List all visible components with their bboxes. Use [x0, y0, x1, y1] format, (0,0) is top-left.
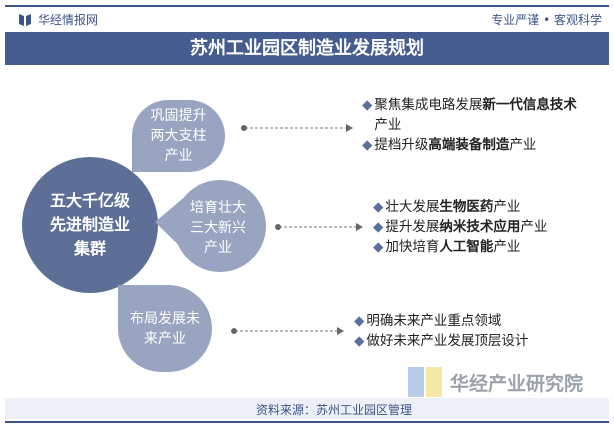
center-node: 五大千亿级 先进制造业 集群 — [22, 157, 158, 293]
bullet-highlight: 纳米技术应用 — [439, 219, 521, 235]
branch-node-2: 培育壮大 三大新兴 产业 — [170, 196, 266, 260]
bullet-list-3: ◆明确未来产业重点领域◆做好未来产业发展顶层设计 — [354, 311, 594, 351]
branch-node-3: 布局发展未 来产业 — [118, 285, 212, 372]
connector-dot — [231, 328, 237, 334]
branch-label-line: 产业 — [164, 148, 193, 164]
bullet-item: ◆聚焦集成电路发展新一代信息技术产业 — [362, 95, 587, 135]
brand-logo-icon — [19, 13, 31, 26]
bullet-text: 明确未来产业重点领域 — [366, 311, 501, 331]
bullet-item: ◆明确未来产业重点领域 — [354, 311, 594, 331]
connector-dot — [275, 224, 281, 230]
bullet-segment: 产业 — [374, 117, 402, 133]
bullet-highlight: 生物医药 — [439, 199, 494, 215]
bullet-segment: 做好未来产业发展顶层设计 — [366, 333, 529, 349]
bottom-rule — [5, 421, 609, 423]
diamond-bullet-icon: ◆ — [354, 313, 365, 329]
branch-label-line: 布局发展未 — [130, 310, 200, 327]
diamond-bullet-icon: ◆ — [373, 199, 384, 215]
bullet-segment: 壮大发展 — [385, 199, 440, 215]
center-line: 五大千亿级 — [49, 191, 130, 210]
bullet-list-2: ◆壮大发展生物医药产业◆提升发展纳米技术应用产业◆加快培育人工智能产业 — [373, 197, 598, 257]
bullet-segment: 加快培育 — [385, 239, 440, 255]
diamond-bullet-icon: ◆ — [373, 219, 384, 235]
connector-dot — [241, 125, 247, 131]
watermark-text: 华经产业研究院 — [450, 372, 584, 395]
bullet-highlight: 高端装备制造 — [428, 137, 510, 153]
branch-label-line: 两大支柱 — [150, 128, 207, 144]
bullet-segment: 提升发展 — [385, 219, 440, 235]
bullet-text: 做好未来产业发展顶层设计 — [366, 331, 528, 351]
bullet-text: 提升发展纳米技术应用产业 — [385, 217, 547, 237]
diamond-bullet-icon: ◆ — [373, 239, 384, 255]
branch-label-line: 来产业 — [144, 330, 186, 347]
bullet-segment: 产业 — [493, 239, 521, 255]
diamond-bullet-icon: ◆ — [362, 97, 373, 113]
watermark: 华经产业研究院 — [408, 367, 583, 397]
bullet-segment: 明确未来产业重点领域 — [366, 313, 502, 329]
branch-label-line: 巩固提升 — [150, 108, 207, 124]
bullet-text: 提档升级高端装备制造产业 — [374, 135, 536, 155]
bullet-item: ◆壮大发展生物医药产业 — [373, 197, 598, 217]
arrowhead-icon — [337, 327, 344, 335]
bullet-list-1: ◆聚焦集成电路发展新一代信息技术产业◆提档升级高端装备制造产业 — [362, 95, 587, 155]
brand: 华经情报网 — [18, 11, 98, 28]
slogan: 专业严谨 • 客观科学 — [491, 13, 602, 27]
bullet-segment: 产业 — [520, 219, 548, 235]
center-line: 先进制造业 — [49, 215, 130, 234]
diamond-bullet-icon: ◆ — [362, 137, 373, 153]
bullet-segment: 产业 — [509, 137, 537, 153]
branch-node-1: 巩固提升 两大支柱 产业 — [132, 100, 225, 172]
top-rule — [5, 5, 609, 7]
bullet-segment: 产业 — [493, 199, 521, 215]
bullet-item: ◆做好未来产业发展顶层设计 — [354, 331, 594, 351]
bullet-item: ◆提升发展纳米技术应用产业 — [373, 217, 598, 237]
bullet-segment: 提档升级 — [374, 137, 429, 153]
bullet-text: 聚焦集成电路发展新一代信息技术产业 — [374, 95, 587, 135]
page-title: 苏州工业园区制造业发展规划 — [5, 32, 609, 65]
bullet-item: ◆提档升级高端装备制造产业 — [362, 135, 587, 155]
bullet-highlight: 新一代信息技术 — [482, 97, 577, 113]
brand-name: 华经情报网 — [38, 13, 99, 27]
diamond-bullet-icon: ◆ — [354, 333, 365, 349]
bullet-text: 加快培育人工智能产业 — [385, 237, 520, 257]
footer-band — [5, 398, 609, 419]
branch-label-line: 产业 — [204, 240, 232, 256]
arrowhead-icon — [356, 223, 363, 231]
branch-node-2-shape — [155, 180, 266, 272]
watermark-logo-icon — [408, 367, 444, 397]
bullet-text: 壮大发展生物医药产业 — [385, 197, 520, 217]
center-line: 集群 — [73, 239, 106, 258]
branch-label-line: 培育壮大 — [190, 200, 246, 216]
bullet-segment: 聚焦集成电路发展 — [374, 97, 483, 113]
bullet-item: ◆加快培育人工智能产业 — [373, 237, 598, 257]
branch-label-line: 三大新兴 — [190, 220, 246, 236]
source-note: 资料来源：苏州工业园区管理 — [256, 403, 413, 417]
bullet-highlight: 人工智能 — [439, 239, 494, 255]
arrowhead-icon — [346, 124, 353, 132]
